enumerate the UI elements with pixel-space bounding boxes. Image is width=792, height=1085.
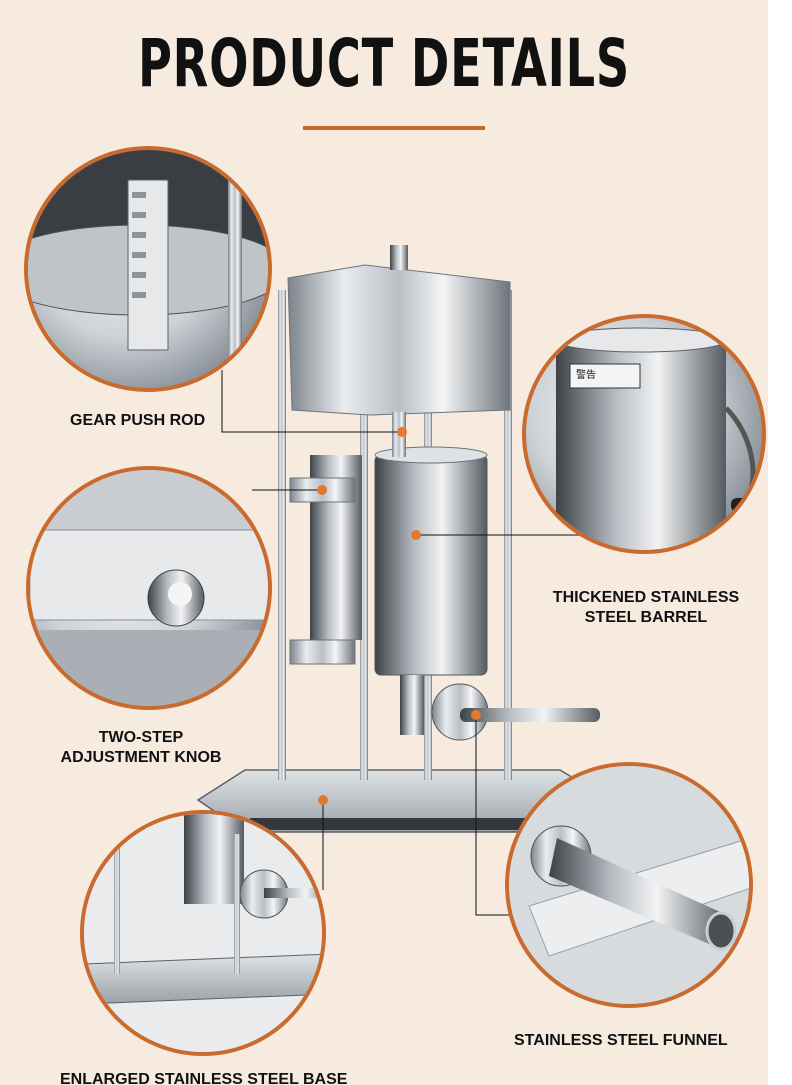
barrel-sticker: 警告 bbox=[576, 370, 596, 381]
label-barrel-line1: THICKENED STAINLESS bbox=[552, 589, 740, 606]
funnel-marker bbox=[471, 710, 481, 720]
base-marker bbox=[318, 795, 328, 805]
label-base: ENLARGED STAINLESS STEEL BASE bbox=[60, 1071, 348, 1085]
label-knob-line2: ADJUSTMENT KNOB bbox=[60, 749, 222, 766]
detail-circle-funnel bbox=[505, 762, 753, 1008]
detail-circle-base bbox=[80, 810, 326, 1056]
label-funnel: STAINLESS STEEL FUNNEL bbox=[514, 1032, 728, 1049]
stuffer-barrel bbox=[374, 454, 488, 676]
label-gear-push-rod: GEAR PUSH ROD bbox=[70, 412, 206, 429]
title-underline bbox=[303, 126, 485, 130]
barrel-marker bbox=[411, 530, 421, 540]
label-barrel-line2: STEEL BARREL bbox=[584, 609, 708, 626]
knob-marker bbox=[317, 485, 327, 495]
label-knob: TWO-STEP ADJUSTMENT KNOB bbox=[55, 728, 227, 768]
label-barrel: THICKENED STAINLESS STEEL BARREL bbox=[548, 588, 744, 628]
gear-rod-marker bbox=[397, 427, 407, 437]
detail-circle-gear-rod bbox=[24, 146, 272, 392]
product-details-page: PRODUCT DETAILS bbox=[0, 0, 768, 1085]
stuffer-funnel bbox=[460, 708, 600, 722]
detail-circle-barrel: 警告 bbox=[522, 314, 766, 554]
page-title: PRODUCT DETAILS bbox=[137, 25, 631, 102]
label-knob-line1: TWO-STEP bbox=[98, 729, 184, 746]
detail-circle-knob bbox=[26, 466, 272, 710]
